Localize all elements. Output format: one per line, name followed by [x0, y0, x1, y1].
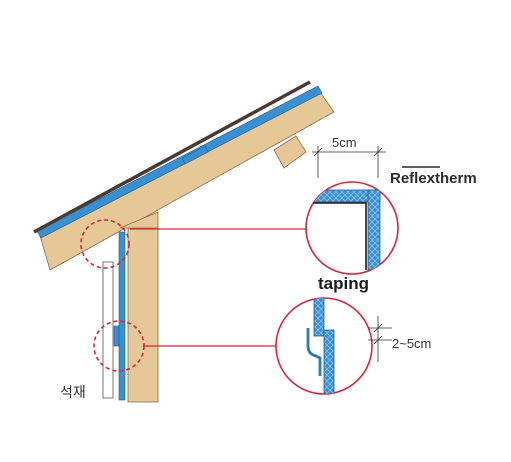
detail-circle-top	[305, 181, 399, 275]
roof-overlap-joint	[181, 145, 209, 165]
roof-insulation-layer	[36, 85, 323, 239]
wall-post	[127, 227, 159, 403]
dimension-bottom-label: 2~5cm	[392, 336, 431, 351]
purlin-block	[273, 135, 307, 169]
dimension-top-label: 5cm	[332, 135, 357, 150]
brand-logo: Reflextherm	[390, 170, 477, 187]
rafter	[39, 91, 335, 271]
taping-label: taping	[318, 274, 369, 293]
dimension-top	[312, 146, 386, 178]
wall-insulation-strip	[118, 231, 126, 401]
dimension-bottom	[368, 316, 392, 362]
post-cap	[119, 211, 159, 229]
callout-circle-top	[80, 219, 130, 269]
wall-overlap-piece	[113, 325, 120, 347]
stone-label: 석재	[60, 385, 86, 401]
stone-panel	[102, 261, 114, 399]
roofing-membrane	[33, 80, 311, 234]
detail-circle-bottom	[275, 297, 373, 395]
